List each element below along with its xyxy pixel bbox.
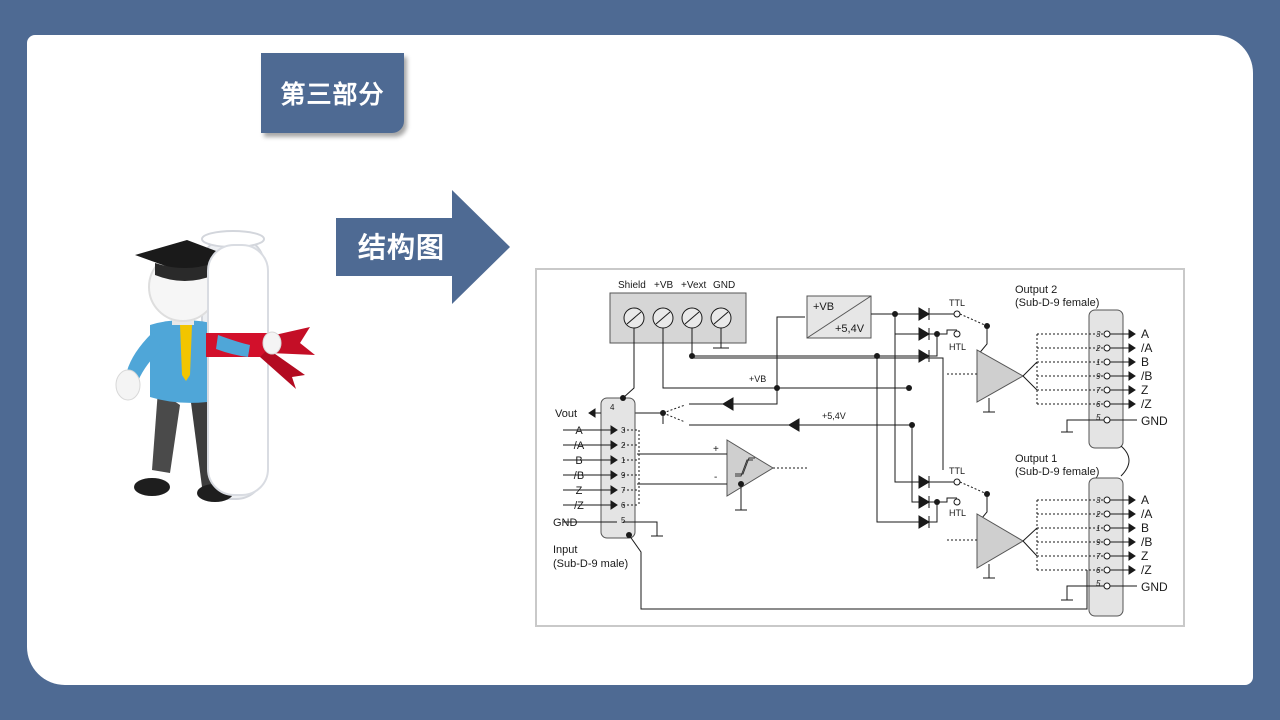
output1-subtitle: (Sub-D-9 female) bbox=[1015, 466, 1099, 478]
terminal-label-vb: +VB bbox=[654, 280, 674, 291]
output2-title: Output 2 bbox=[1015, 284, 1057, 296]
input-pin-2: 2 bbox=[621, 441, 626, 450]
input-signal-na: /A bbox=[574, 440, 585, 452]
output2-signal-nb: /B bbox=[1141, 369, 1152, 383]
power-terminal-block bbox=[609, 292, 747, 344]
input-pin-6: 6 bbox=[621, 501, 626, 510]
output1-pin-wires bbox=[1061, 495, 1137, 601]
comparator-plus-sign: + bbox=[713, 444, 719, 455]
heading-arrow: 结构图 bbox=[336, 190, 510, 304]
output1-signal-na: /A bbox=[1141, 507, 1152, 521]
output2-signal-gnd: GND bbox=[1141, 414, 1168, 428]
output1-pin-1: 1 bbox=[1096, 524, 1100, 533]
output2-signal-z: Z bbox=[1141, 383, 1148, 397]
output2-pin-9: 9 bbox=[1096, 372, 1101, 381]
input-signal-gnd: GND bbox=[553, 517, 578, 529]
output2-signal-na: /A bbox=[1141, 341, 1152, 355]
graduate-illustration bbox=[115, 230, 315, 502]
input-pin-wires bbox=[563, 425, 663, 537]
diodes-top bbox=[915, 307, 930, 363]
comparator-minus-sign: - bbox=[714, 472, 717, 483]
switch1-htl-label: HTL bbox=[949, 508, 966, 518]
output1-signal-nb: /B bbox=[1141, 535, 1152, 549]
section-heading: 结构图 bbox=[358, 231, 446, 264]
output1-pin-9: 9 bbox=[1096, 538, 1101, 547]
output1-pin-3: 3 bbox=[1096, 496, 1101, 505]
structure-diagram: Shield +VB +Vext GND +VB +5,4V +VB +5,4V… bbox=[535, 268, 1185, 627]
input-title: Input bbox=[553, 544, 577, 556]
vout-label: Vout bbox=[555, 408, 577, 420]
output1-pin-2: 2 bbox=[1095, 510, 1101, 519]
output1-signal-z: Z bbox=[1141, 549, 1148, 563]
output1-pin-5: 5 bbox=[1096, 579, 1101, 588]
terminal-label-shield: Shield bbox=[618, 280, 646, 291]
output2-signal-nz: /Z bbox=[1141, 397, 1152, 411]
switch2-ttl-label: TTL bbox=[949, 298, 965, 308]
output1-pin-7: 7 bbox=[1096, 552, 1101, 561]
output2-pin-2: 2 bbox=[1095, 344, 1101, 353]
input-signal-b: B bbox=[575, 455, 582, 467]
output2-pin-6: 6 bbox=[1096, 400, 1101, 409]
input-pin-7: 7 bbox=[621, 486, 626, 495]
arrow-shape bbox=[336, 190, 510, 304]
line-driver-2 bbox=[976, 349, 1025, 403]
input-pin-5: 5 bbox=[621, 516, 626, 525]
output1-title: Output 1 bbox=[1015, 453, 1057, 465]
regulator-input-label: +VB bbox=[813, 301, 834, 313]
output2-pin-5: 5 bbox=[1096, 413, 1101, 422]
output1-pin-6: 6 bbox=[1096, 566, 1101, 575]
terminal-label-vext: +Vext bbox=[681, 280, 707, 291]
section-tab: 第三部分 bbox=[261, 53, 404, 133]
input-pin-9: 9 bbox=[621, 471, 626, 480]
input-pin-1: 1 bbox=[621, 456, 626, 465]
terminal-label-gnd: GND bbox=[713, 280, 735, 291]
input-pin-3: 3 bbox=[621, 426, 626, 435]
junction-dots bbox=[620, 311, 990, 538]
output1-signal-a: A bbox=[1141, 493, 1149, 507]
input-pin-vout: 4 bbox=[610, 403, 615, 412]
circuit-diagram: Shield +VB +Vext GND +VB +5,4V +VB +5,4V… bbox=[553, 280, 1168, 617]
output2-pin-3: 3 bbox=[1096, 330, 1101, 339]
line-driver-1 bbox=[976, 513, 1024, 569]
input-connector bbox=[600, 397, 636, 539]
comparator bbox=[726, 439, 774, 497]
output1-signal-gnd: GND bbox=[1141, 580, 1168, 594]
input-signal-nb: /B bbox=[574, 470, 584, 482]
switch1-ttl-label: TTL bbox=[949, 466, 965, 476]
input-signal-z: Z bbox=[576, 485, 583, 497]
regulator-output-label: +5,4V bbox=[835, 323, 865, 335]
output2-pin-wires bbox=[1061, 329, 1137, 433]
input-subtitle: (Sub-D-9 male) bbox=[553, 558, 628, 570]
output2-subtitle: (Sub-D-9 female) bbox=[1015, 297, 1099, 309]
output2-pin-7: 7 bbox=[1096, 386, 1101, 395]
switch2-htl-label: HTL bbox=[949, 342, 966, 352]
diodes-bottom bbox=[915, 475, 930, 529]
bus-label-54v: +5,4V bbox=[822, 411, 846, 421]
output1-connector bbox=[1088, 477, 1124, 617]
output1-signal-nz: /Z bbox=[1141, 563, 1152, 577]
section-label: 第三部分 bbox=[280, 80, 385, 109]
input-signal-nz: /Z bbox=[574, 500, 584, 512]
output2-signal-a: A bbox=[1141, 327, 1149, 341]
bus-label-vb: +VB bbox=[749, 374, 766, 384]
input-signal-a: A bbox=[575, 425, 583, 437]
output1-signal-b: B bbox=[1141, 521, 1149, 535]
output2-pin-1: 1 bbox=[1096, 358, 1100, 367]
output2-signal-b: B bbox=[1141, 355, 1149, 369]
